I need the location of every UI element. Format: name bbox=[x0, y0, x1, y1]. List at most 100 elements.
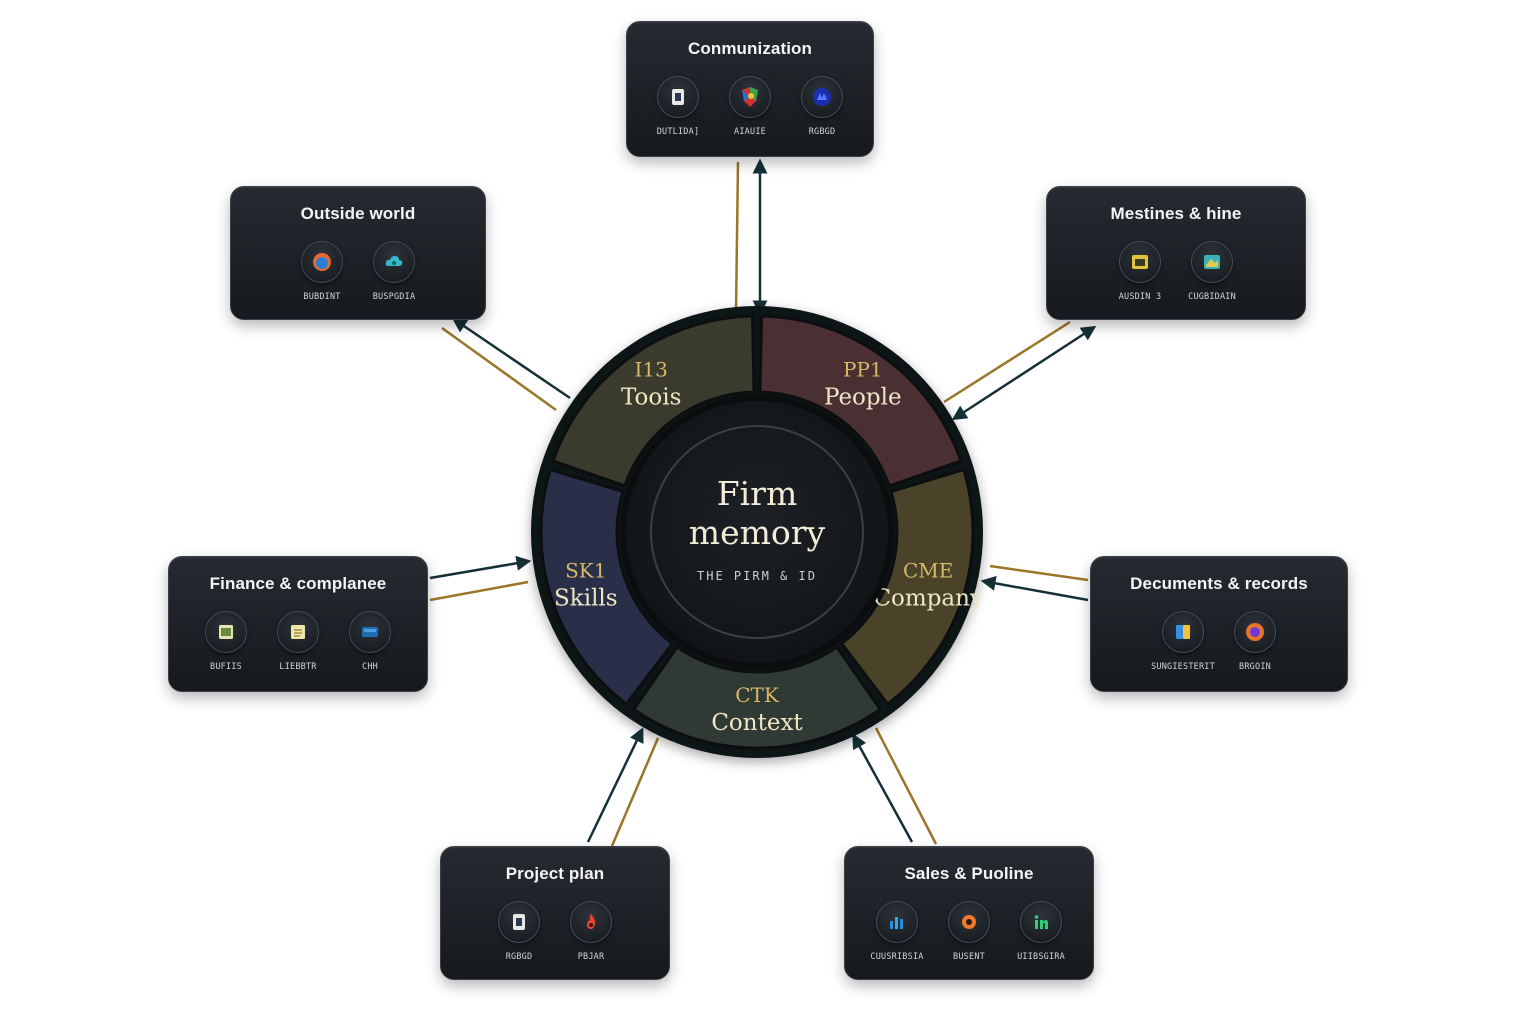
app-label: BUSPGDIA bbox=[372, 292, 416, 302]
spreadsheet-icon bbox=[205, 611, 247, 653]
connector-mestines-dark bbox=[951, 325, 1097, 421]
segment-people-label: People bbox=[824, 384, 902, 410]
connector-outside-dark bbox=[451, 317, 571, 400]
browser-icon bbox=[301, 241, 343, 283]
card-title: Decuments & records bbox=[1130, 574, 1308, 593]
app-label: CHH bbox=[362, 662, 378, 672]
app-label: RGBGD bbox=[808, 127, 836, 137]
app-tile[interactable]: AIAUIE bbox=[728, 76, 772, 137]
document-icon bbox=[657, 76, 699, 118]
app-tile[interactable]: RGBGD bbox=[497, 901, 541, 962]
app-tile[interactable]: LIEBBTR bbox=[276, 611, 320, 672]
hub-title-line2: memory bbox=[689, 513, 826, 552]
segment-context-label: Context bbox=[711, 710, 803, 736]
card-project-plan[interactable]: Project plan RGBGD PBJAR bbox=[440, 846, 670, 980]
app-tile[interactable]: BUFIIS bbox=[204, 611, 248, 672]
segment-people-code: PP1 bbox=[843, 357, 883, 381]
app-label: UIIBSGIRA bbox=[1017, 952, 1065, 962]
connector-finance-dark bbox=[429, 555, 532, 580]
firefox-icon bbox=[1234, 611, 1276, 653]
folder-app-icon bbox=[1162, 611, 1204, 653]
calendar-app-icon bbox=[1119, 241, 1161, 283]
app-label: BUBDINT bbox=[303, 292, 341, 302]
card-title: Sales & Puoline bbox=[904, 864, 1034, 883]
card-title: Finance & complanee bbox=[209, 574, 387, 593]
app-label: BRGOIN bbox=[1239, 662, 1271, 672]
connector-project-gold bbox=[610, 737, 660, 847]
app-tile[interactable]: DUTLIDA] bbox=[656, 76, 700, 137]
document-icon bbox=[498, 901, 540, 943]
segment-company-code: CME bbox=[903, 559, 953, 583]
app-tile[interactable]: RGBGD bbox=[800, 76, 844, 137]
card-communization[interactable]: Conmunization DUTLIDA] AIAUIE RGBGD bbox=[626, 21, 874, 157]
connector-finance-gold bbox=[429, 580, 529, 602]
hub-disc bbox=[620, 395, 894, 669]
app-label: SUNGIESTERIT bbox=[1151, 662, 1215, 672]
card-documents[interactable]: Decuments & records SUNGIESTERIT BRGOIN bbox=[1090, 556, 1348, 692]
app-label: CUUSRIBSIA bbox=[870, 952, 924, 962]
hub-subtitle: THE PIRM & ID bbox=[697, 569, 817, 583]
segment-context[interactable] bbox=[631, 644, 883, 750]
cloud-app-icon bbox=[373, 241, 415, 283]
connector-documents-dark bbox=[980, 575, 1089, 602]
hub: Firm memory THE PIRM & ID bbox=[620, 395, 894, 669]
card-mestines[interactable]: Mestines & hine AUSDIN 3 CUGBIDAIN bbox=[1046, 186, 1306, 320]
linkedin-icon bbox=[1020, 901, 1062, 943]
connector-sales-gold bbox=[874, 727, 938, 845]
connector-outside-gold bbox=[441, 326, 557, 412]
connector-documents-gold bbox=[989, 564, 1089, 582]
hubspot-icon bbox=[948, 901, 990, 943]
hub-inner-ring bbox=[650, 425, 864, 639]
card-title: Outside world bbox=[300, 204, 416, 223]
card-outside-world[interactable]: Outside world BUBDINT BUSPGDIA bbox=[230, 186, 486, 320]
app-tile[interactable]: SUNGIESTERIT bbox=[1151, 611, 1215, 672]
segment-skills-label: Skills bbox=[554, 586, 618, 612]
app-tile[interactable]: CUGBIDAIN bbox=[1188, 241, 1236, 302]
connector-sales-dark bbox=[852, 733, 914, 843]
app-tile[interactable]: CUUSRIBSIA bbox=[870, 901, 923, 962]
app-tile[interactable]: BUBDINT bbox=[300, 241, 344, 302]
connector-project-dark bbox=[586, 727, 644, 843]
notes-icon bbox=[277, 611, 319, 653]
segment-tools-label: Toois bbox=[621, 384, 681, 410]
app-label: AIAUIE bbox=[734, 127, 766, 137]
segment-tools-code: I13 bbox=[635, 357, 668, 381]
app-label: PBJAR bbox=[577, 952, 605, 962]
app-tile[interactable]: UIIBSGIRA bbox=[1017, 901, 1065, 962]
shield-app-icon bbox=[729, 76, 771, 118]
app-label: RGBGD bbox=[505, 952, 533, 962]
connectors bbox=[429, 158, 1097, 847]
connector-mestines-gold bbox=[943, 320, 1071, 404]
segment-skills-code: SK1 bbox=[565, 559, 606, 583]
card-title: Conmunization bbox=[687, 39, 813, 58]
segment-company[interactable] bbox=[839, 467, 975, 707]
blue-app-icon bbox=[801, 76, 843, 118]
segment-context-code: CTK bbox=[735, 683, 780, 707]
app-tile[interactable]: CHH bbox=[348, 611, 392, 672]
bank-app-icon bbox=[349, 611, 391, 653]
hub-title-line1: Firm bbox=[717, 474, 798, 513]
segment-people[interactable] bbox=[758, 314, 963, 488]
app-label: AUSDIN 3 bbox=[1118, 292, 1162, 302]
app-tile[interactable]: BRGOIN bbox=[1233, 611, 1277, 672]
map-app-icon bbox=[1191, 241, 1233, 283]
segment-company-label: Company bbox=[873, 586, 983, 612]
segment-tools[interactable] bbox=[551, 314, 756, 488]
chart-app-icon bbox=[876, 901, 918, 943]
app-tile[interactable]: BUSPGDIA bbox=[372, 241, 416, 302]
card-finance[interactable]: Finance & complanee BUFIIS LIEBBTR CHH bbox=[168, 556, 428, 692]
app-label: DUTLIDA] bbox=[656, 127, 700, 137]
app-tile[interactable]: BUSENT bbox=[947, 901, 991, 962]
app-label: CUGBIDAIN bbox=[1188, 292, 1236, 302]
segment-skills[interactable] bbox=[539, 467, 675, 707]
connector-communization-gold bbox=[734, 161, 740, 313]
app-label: BUFIIS bbox=[210, 662, 242, 672]
card-sales[interactable]: Sales & Puoline CUUSRIBSIA BUSENT UIIBSG… bbox=[844, 846, 1094, 980]
flame-app-icon bbox=[570, 901, 612, 943]
card-title: Project plan bbox=[505, 864, 605, 883]
app-label: BUSENT bbox=[953, 952, 985, 962]
app-tile[interactable]: AUSDIN 3 bbox=[1118, 241, 1162, 302]
app-tile[interactable]: PBJAR bbox=[569, 901, 613, 962]
